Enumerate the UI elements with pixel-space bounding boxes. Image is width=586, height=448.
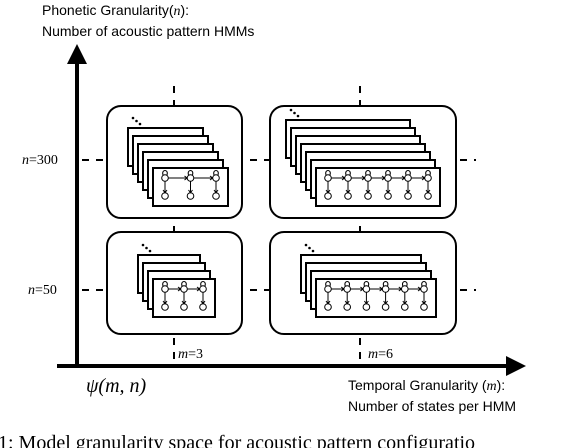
hmm-state [404, 174, 412, 182]
hmm-self-loop [325, 170, 331, 176]
hmm-emission [420, 303, 428, 311]
ellipsis-dot [141, 243, 145, 247]
hmm-state [212, 174, 220, 182]
tick-label-m3: m=3 [178, 347, 203, 362]
hmm-self-loop [385, 170, 391, 176]
cell-m3-n300 [106, 105, 243, 219]
ellipsis-dot [289, 108, 293, 112]
figure-caption: 1: Model granularity space for acoustic … [0, 432, 475, 448]
x-axis-title-line1: Temporal Granularity (m): [348, 377, 505, 394]
ellipsis-dot [308, 246, 311, 250]
cell-group [106, 105, 457, 335]
y-axis-arrow-icon [67, 44, 87, 64]
hmm-emission [212, 192, 220, 200]
ellipsis-dot [311, 249, 315, 253]
hmm-self-loop [405, 170, 411, 176]
hmm-emission [180, 303, 188, 311]
hmm-self-loop [345, 170, 351, 176]
ellipsis-dot [131, 116, 135, 120]
hmm-state [161, 285, 169, 293]
hmm-state [324, 174, 332, 182]
hmm-self-loop [365, 170, 371, 176]
ellipsis-dot [304, 243, 308, 247]
hmm-emission [362, 303, 371, 311]
hmm-self-loop [162, 281, 168, 287]
hmm-state [384, 174, 392, 182]
ellipsis-dot [135, 119, 138, 123]
hmm-emission [199, 303, 207, 311]
tick-label-n300: n=300 [22, 153, 58, 168]
hmm-state [344, 174, 352, 182]
cell-m6-n50 [269, 231, 457, 335]
hmm-emission [384, 192, 392, 200]
hmm-emission [324, 303, 332, 311]
hmm-state [343, 285, 352, 293]
x-axis-title-line2: Number of states per HMM [348, 398, 516, 414]
ellipsis-dot [293, 111, 296, 115]
hmm-state [420, 285, 428, 293]
hmm-state [180, 285, 188, 293]
hmm-state [161, 174, 169, 182]
hmm-state [424, 174, 432, 182]
origin-label: ψ(m, n) [86, 375, 147, 397]
hmm-emission [401, 303, 409, 311]
hmm-emission [343, 303, 352, 311]
cell-m6-n300 [269, 105, 457, 219]
ellipsis-dot [148, 249, 152, 253]
hmm-state [364, 174, 372, 182]
hmm-state [199, 285, 207, 293]
hmm-emission [324, 192, 332, 200]
hmm-emission [404, 192, 412, 200]
hmm-self-loop [181, 281, 187, 287]
hmm-self-loop [382, 281, 389, 287]
hmm-self-loop [421, 281, 427, 287]
hmm-state [401, 285, 409, 293]
ellipsis-dot [145, 246, 148, 250]
hmm-emission [424, 192, 432, 200]
tick-label-m6: m=6 [368, 347, 393, 362]
hmm-emission [186, 192, 195, 200]
hmm-self-loop [325, 281, 331, 287]
hmm-self-loop [162, 170, 168, 176]
hmm-self-loop [401, 281, 408, 287]
hmm-self-loop [187, 170, 194, 176]
hmm-emission [364, 192, 372, 200]
hmm-state [362, 285, 371, 293]
hmm-self-loop [363, 281, 370, 287]
hmm-emission [344, 192, 352, 200]
hmm-emission [161, 192, 169, 200]
hmm-state [186, 174, 195, 182]
axes [57, 50, 523, 371]
hmm-emission [381, 303, 390, 311]
ellipsis-dot [138, 122, 142, 126]
hmm-self-loop [344, 281, 351, 287]
ellipsis-dot [296, 114, 300, 118]
tick-label-n50: n=50 [28, 283, 57, 298]
cell-m3-n50 [106, 231, 243, 335]
hmm-state [381, 285, 390, 293]
hmm-state [324, 285, 332, 293]
hmm-self-loop [425, 170, 431, 176]
hmm-self-loop [213, 170, 219, 176]
y-axis-title-line2: Number of acoustic pattern HMMs [42, 23, 254, 39]
hmm-card [315, 167, 441, 207]
hmm-emission [161, 303, 169, 311]
x-axis-arrow-icon [506, 356, 526, 376]
hmm-card [315, 278, 437, 318]
hmm-self-loop [200, 281, 206, 287]
y-axis-title-line1: Phonetic Granularity(n): [42, 2, 189, 19]
